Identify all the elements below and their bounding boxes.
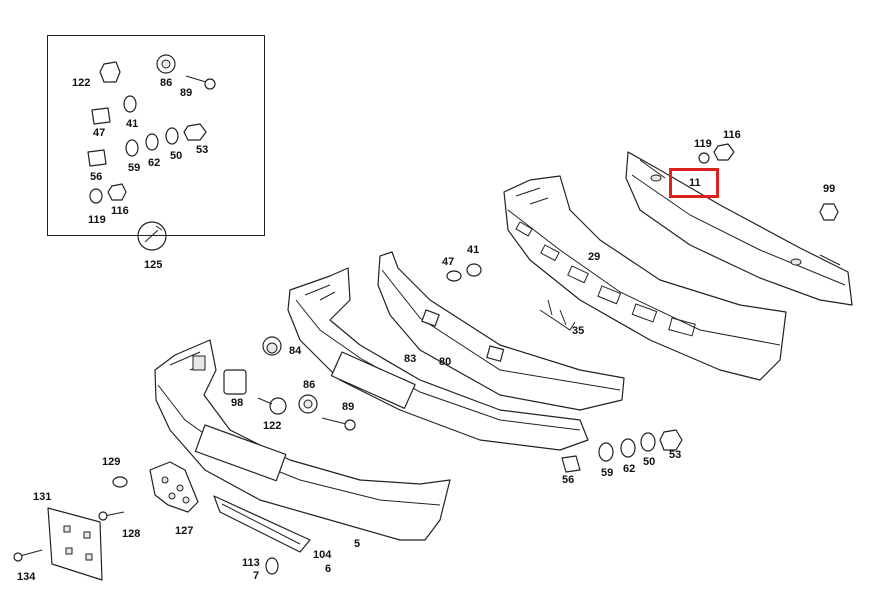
part-29-absorber xyxy=(503,175,787,381)
label-inset-122: 122 xyxy=(72,77,91,89)
label-129: 129 xyxy=(102,456,121,468)
label-127: 127 xyxy=(175,525,194,537)
label-99: 99 xyxy=(823,183,836,195)
label-inset-50: 50 xyxy=(170,150,183,162)
label-59: 59 xyxy=(601,467,614,479)
label-116: 116 xyxy=(723,129,741,141)
label-119: 119 xyxy=(694,138,712,150)
label-62: 62 xyxy=(623,463,636,475)
label-inset-56: 56 xyxy=(90,171,103,183)
part-131-plate-holder xyxy=(47,507,103,581)
label-131: 131 xyxy=(33,491,52,503)
label-inset-119: 119 xyxy=(88,214,106,226)
label-inset-41: 41 xyxy=(126,118,139,130)
label-53: 53 xyxy=(669,449,682,461)
label-56: 56 xyxy=(562,474,575,486)
label-7: 7 xyxy=(253,570,260,582)
label-86: 86 xyxy=(303,379,316,391)
part-11-bumper-strip xyxy=(625,151,853,306)
part-35-bracket xyxy=(539,299,576,331)
part-5-bumper-cover xyxy=(154,339,451,541)
label-inset-59: 59 xyxy=(128,162,141,174)
label-inset-125: 125 xyxy=(144,259,163,271)
label-83: 83 xyxy=(404,353,417,365)
label-inset-47: 47 xyxy=(93,127,106,139)
label-50: 50 xyxy=(643,456,656,468)
label-122: 122 xyxy=(263,420,282,432)
label-80: 80 xyxy=(439,356,452,368)
label-5: 5 xyxy=(354,538,361,550)
part-127-plate xyxy=(149,461,199,513)
label-98: 98 xyxy=(231,397,244,409)
label-inset-89: 89 xyxy=(180,87,193,99)
label-35: 35 xyxy=(572,325,585,337)
label-inset-53: 53 xyxy=(196,144,209,156)
part-6-spoiler xyxy=(213,495,311,553)
part-80-reinforcement xyxy=(377,251,625,411)
inset-box xyxy=(47,35,265,236)
label-134: 134 xyxy=(17,571,36,583)
highlight-box xyxy=(669,168,719,198)
label-128: 128 xyxy=(122,528,141,540)
label-11: 11 xyxy=(689,177,701,189)
small-fasteners xyxy=(13,143,839,575)
label-6: 6 xyxy=(325,563,332,575)
label-47: 47 xyxy=(442,256,455,268)
label-inset-86: 86 xyxy=(160,77,173,89)
inset-fasteners xyxy=(87,54,216,251)
label-inset-116: 116 xyxy=(111,205,129,217)
label-29: 29 xyxy=(588,251,601,263)
part-83-carrier xyxy=(287,267,589,451)
label-89: 89 xyxy=(342,401,355,413)
label-113: 113 xyxy=(242,557,260,569)
label-104: 104 xyxy=(313,549,332,561)
label-41: 41 xyxy=(467,244,480,256)
label-84: 84 xyxy=(289,345,302,357)
label-inset-62: 62 xyxy=(148,157,161,169)
